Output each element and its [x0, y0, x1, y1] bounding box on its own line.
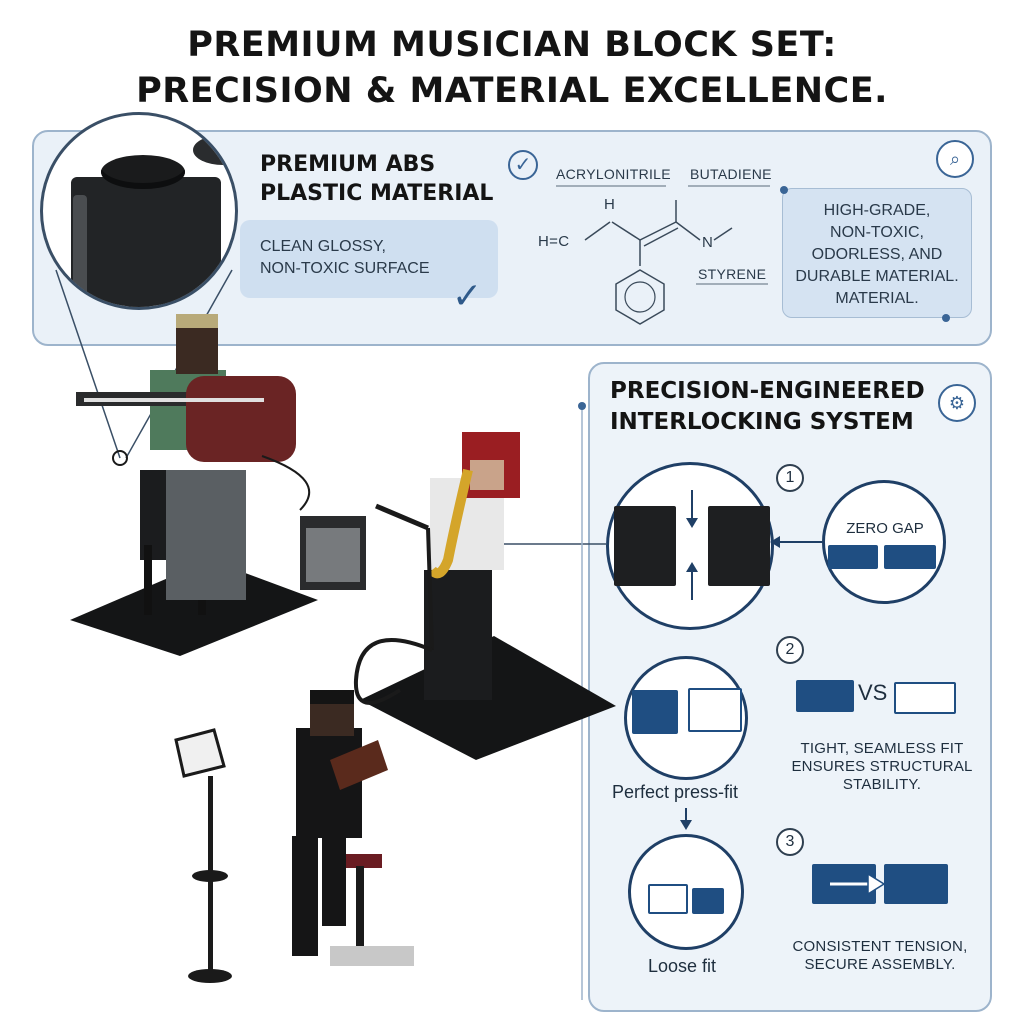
material-heading: PREMIUM ABS PLASTIC MATERIAL: [260, 150, 500, 208]
interlock-heading-line-2: INTERLOCKING SYSTEM: [610, 409, 914, 435]
nitrile-group-label: H=C: [538, 233, 570, 250]
grade-line-5: MATERIAL.: [835, 290, 919, 307]
grade-line-1: HIGH-GRADE,: [823, 202, 931, 219]
step-2-caption: TIGHT, SEAMLESS FIT ENSURES STRUCTURAL S…: [782, 740, 982, 794]
nitrogen-label: N: [702, 234, 714, 251]
grade-line-2: NON-TOXIC,: [830, 224, 924, 241]
magnifier-molecule-icon: ⌕: [936, 140, 974, 178]
brick-stud: [101, 155, 185, 189]
magnifier-gear-icon: ⚙: [938, 384, 976, 422]
step-2-caption-line-1: TIGHT, SEAMLESS FIT: [800, 740, 964, 757]
closeup-brick-left: [614, 506, 676, 586]
interlock-heading: PRECISION-ENGINEERED INTERLOCKING SYSTEM: [610, 376, 930, 438]
grade-dot-bottom: [942, 314, 950, 322]
zero-gap-brick-right: [884, 545, 936, 569]
step-2-caption-line-2: ENSURES STRUCTURAL: [791, 758, 973, 775]
material-heading-line-1: PREMIUM ABS: [260, 152, 436, 177]
black-brick: [71, 177, 221, 307]
zero-gap-label: ZERO GAP: [846, 520, 924, 537]
press-fit-brick-outline: [688, 688, 742, 732]
surface-line-2: NON-TOXIC SURFACE: [260, 260, 430, 277]
vs-brick-outline: [894, 682, 956, 714]
surface-line-1: CLEAN GLOSSY,: [260, 238, 386, 255]
material-heading-line-2: PLASTIC MATERIAL: [260, 181, 494, 206]
grade-box: [782, 188, 972, 318]
press-fit-label: Perfect press-fit: [612, 782, 739, 802]
step-1-number: 1: [776, 464, 804, 492]
grade-line-4: DURABLE MATERIAL.: [795, 268, 959, 285]
hydrogen-label: H: [604, 196, 616, 213]
closeup-brick-right: [708, 506, 770, 586]
tension-brick-right: [884, 864, 948, 904]
step-3-caption-line-1: CONSISTENT TENSION,: [792, 938, 968, 955]
page-title: PREMIUM MUSICIAN BLOCK SET: PRECISION & …: [0, 22, 1024, 114]
grade-text: HIGH-GRADE, NON-TOXIC, ODORLESS, AND DUR…: [785, 200, 969, 310]
step-3-caption: CONSISTENT TENSION, SECURE ASSEMBLY.: [780, 938, 980, 974]
surface-box: [240, 220, 498, 298]
butadiene-label: BUTADIENE: [690, 166, 772, 182]
loose-fit-brick-outline: [648, 884, 688, 914]
brick-highlight: [73, 195, 87, 295]
step-2-caption-line-3: STABILITY.: [842, 776, 922, 793]
vs-label: VS: [858, 680, 888, 705]
title-line-1: PREMIUM MUSICIAN BLOCK SET:: [187, 25, 837, 65]
acrylonitrile-label: ACRYLONITRILE: [556, 166, 671, 182]
tension-brick-left: [812, 864, 876, 904]
zero-gap-circle: [822, 480, 946, 604]
interlock-heading-line-1: PRECISION-ENGINEERED: [610, 378, 925, 404]
check-circle-icon: ✓: [508, 150, 538, 180]
checkmark-icon: ✓: [452, 275, 483, 316]
loose-fit-label: Loose fit: [648, 956, 717, 976]
surface-text: CLEAN GLOSSY, NON-TOXIC SURFACE: [260, 236, 460, 280]
styrene-label: STYRENE: [698, 266, 767, 282]
brick-closeup-bubble: [40, 112, 238, 310]
grade-dot-top: [780, 186, 788, 194]
step-3-caption-line-2: SECURE ASSEMBLY.: [804, 956, 956, 973]
title-line-2: PRECISION & MATERIAL EXCELLENCE.: [136, 71, 888, 111]
vs-brick-solid: [796, 680, 854, 712]
brick-stud-back: [193, 135, 235, 165]
grade-line-3: ODORLESS, AND: [811, 246, 943, 263]
press-fit-brick-solid: [632, 690, 678, 734]
step-3-number: 3: [776, 828, 804, 856]
zero-gap-brick-left: [828, 545, 878, 569]
loose-fit-brick-solid: [692, 888, 724, 914]
step-2-number: 2: [776, 636, 804, 664]
